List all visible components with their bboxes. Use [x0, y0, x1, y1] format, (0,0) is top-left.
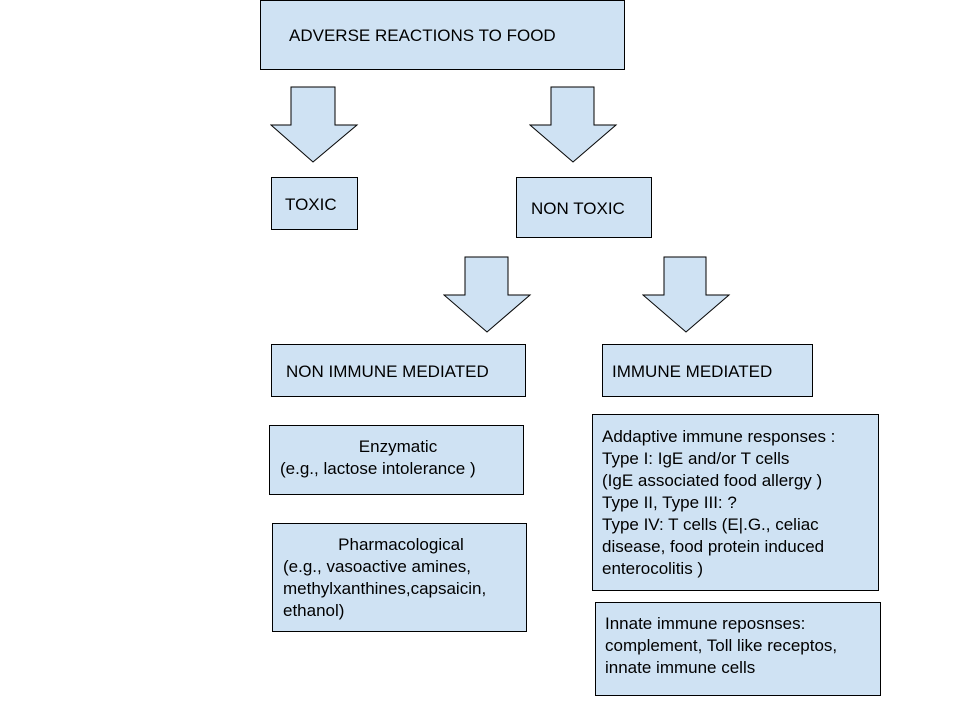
- enzymatic-example: (e.g., lactose intolerance ): [280, 459, 476, 478]
- toxic-box: TOXIC: [271, 177, 358, 230]
- innate-immune-box: Innate immune reposnses: complement, Tol…: [595, 602, 881, 696]
- innate-line: complement, Toll like receptos,: [605, 636, 838, 655]
- adaptive-line: Type I: IgE and/or T cells: [602, 449, 790, 468]
- pharmacological-box: Pharmacological (e.g., vasoactive amines…: [272, 523, 527, 632]
- adaptive-line: Addaptive immune responses :: [602, 427, 836, 446]
- innate-line: innate immune cells: [605, 658, 756, 677]
- toxic-label: TOXIC: [285, 195, 337, 214]
- non-toxic-box: NON TOXIC: [516, 177, 652, 238]
- arrow-to-non-toxic-icon: [529, 86, 618, 163]
- adaptive-line: disease, food protein induced: [602, 537, 825, 556]
- non-immune-mediated-label: NON IMMUNE MEDIATED: [286, 362, 489, 381]
- adaptive-line: Type IV: T cells (E|.G., celiac: [602, 515, 819, 534]
- arrow-to-immune-icon: [642, 256, 731, 333]
- adaptive-line: enterocolitis ): [602, 559, 704, 578]
- adaptive-immune-box: Addaptive immune responses : Type I: IgE…: [592, 414, 879, 591]
- immune-mediated-box: IMMUNE MEDIATED: [602, 344, 813, 397]
- adaptive-line: (IgE associated food allergy ): [602, 471, 823, 490]
- immune-mediated-label: IMMUNE MEDIATED: [612, 362, 773, 381]
- non-immune-mediated-box: NON IMMUNE MEDIATED: [271, 344, 526, 397]
- arrow-to-non-immune-icon: [443, 256, 532, 333]
- innate-line: Innate immune reposnses:: [605, 614, 806, 633]
- non-toxic-label: NON TOXIC: [531, 199, 625, 218]
- pharmacological-line: (e.g., vasoactive amines,: [283, 557, 472, 576]
- pharmacological-line: methylxanthines,capsaicin,: [283, 579, 487, 598]
- enzymatic-heading: Enzymatic: [358, 437, 438, 456]
- adverse-reactions-label: ADVERSE REACTIONS TO FOOD: [289, 26, 556, 45]
- adaptive-line: Type II, Type III: ?: [602, 493, 737, 512]
- adverse-reactions-box: ADVERSE REACTIONS TO FOOD: [260, 0, 625, 70]
- enzymatic-box: Enzymatic (e.g., lactose intolerance ): [269, 425, 524, 495]
- arrow-to-toxic-icon: [270, 86, 359, 163]
- pharmacological-line: ethanol): [283, 601, 345, 620]
- pharmacological-heading: Pharmacological: [338, 535, 464, 554]
